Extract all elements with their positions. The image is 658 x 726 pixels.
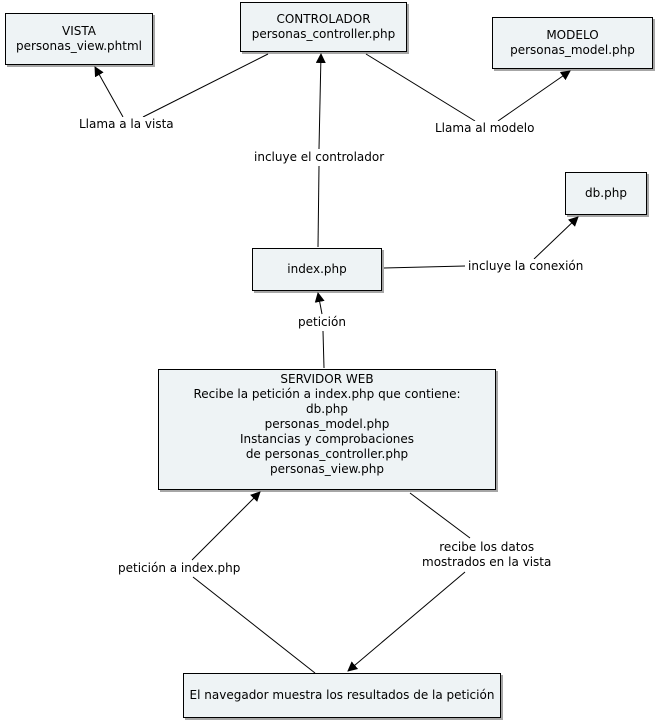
edge-peticion-to-index xyxy=(314,292,325,315)
node-modelo-title: MODELO xyxy=(546,28,599,42)
servidor-line-6: de personas_controller.php xyxy=(245,447,409,461)
node-index-file: index.php xyxy=(287,262,347,276)
servidor-line-3: db.php xyxy=(306,402,348,416)
node-modelo-file: personas_model.php xyxy=(510,43,635,57)
edge-llama-vista-to-vista xyxy=(94,66,124,118)
label-incluye-conexion: incluye la conexión xyxy=(466,259,586,274)
node-vista-file: personas_view.phtml xyxy=(15,39,143,53)
label-peticion-index: petición a index.php xyxy=(116,561,243,576)
node-controlador-title: CONTROLADOR xyxy=(276,12,371,26)
servidor-line-1: SERVIDOR WEB xyxy=(280,372,374,386)
node-navegador: El navegador muestra los resultados de l… xyxy=(183,673,501,718)
edge-controlador-to-llama-vista xyxy=(142,53,269,118)
label-llama-vista: Llama a la vista xyxy=(77,117,176,132)
edge-servidor-to-peticion xyxy=(322,330,325,369)
servidor-line-7: personas_view.php xyxy=(270,462,384,476)
node-controlador-file: personas_controller.php xyxy=(251,27,396,41)
label-recibe-datos-line-2: mostrados en la vista xyxy=(422,555,552,569)
edge-index-to-incluye-controlador xyxy=(317,165,320,248)
edge-servidor-to-recibe-datos xyxy=(409,492,471,539)
edge-peticion-index-to-servidor xyxy=(191,491,261,561)
servidor-line-4: personas_model.php xyxy=(264,417,390,431)
label-incluye-controlador: incluye el controlador xyxy=(252,150,387,165)
edge-incluye-controlador-to-controlador xyxy=(315,53,326,150)
node-controlador: CONTROLADOR personas_controller.php xyxy=(240,2,407,52)
node-navegador-text: El navegador muestra los resultados de l… xyxy=(189,688,495,702)
label-llama-modelo: Llama al modelo xyxy=(433,121,537,136)
node-vista-title: VISTA xyxy=(62,24,96,38)
node-servidor-web: SERVIDOR WEB Recibe la petición a index.… xyxy=(158,369,496,490)
servidor-line-5: Instancias y comprobaciones xyxy=(239,432,415,446)
edge-llama-modelo-to-modelo xyxy=(497,70,571,122)
node-index: index.php xyxy=(252,248,382,291)
node-vista: VISTA personas_view.phtml xyxy=(5,13,153,65)
node-db: db.php xyxy=(565,172,647,215)
node-db-file: db.php xyxy=(585,186,627,200)
label-recibe-datos-line-1: recibe los datos xyxy=(439,540,535,554)
edge-recibe-datos-to-navegador xyxy=(347,571,466,672)
edge-controlador-to-llama-modelo xyxy=(365,53,476,122)
servidor-line-2: Recibe la petición a index.php que conti… xyxy=(193,387,461,401)
edge-incluye-conexion-to-db xyxy=(533,216,579,260)
edge-index-to-incluye-conexion xyxy=(383,265,466,269)
label-recibe-datos: recibe los datos mostrados en la vista xyxy=(420,540,554,570)
edge-navegador-to-peticion-index xyxy=(192,576,316,674)
label-peticion: petición xyxy=(296,315,348,330)
node-modelo: MODELO personas_model.php xyxy=(492,17,653,69)
